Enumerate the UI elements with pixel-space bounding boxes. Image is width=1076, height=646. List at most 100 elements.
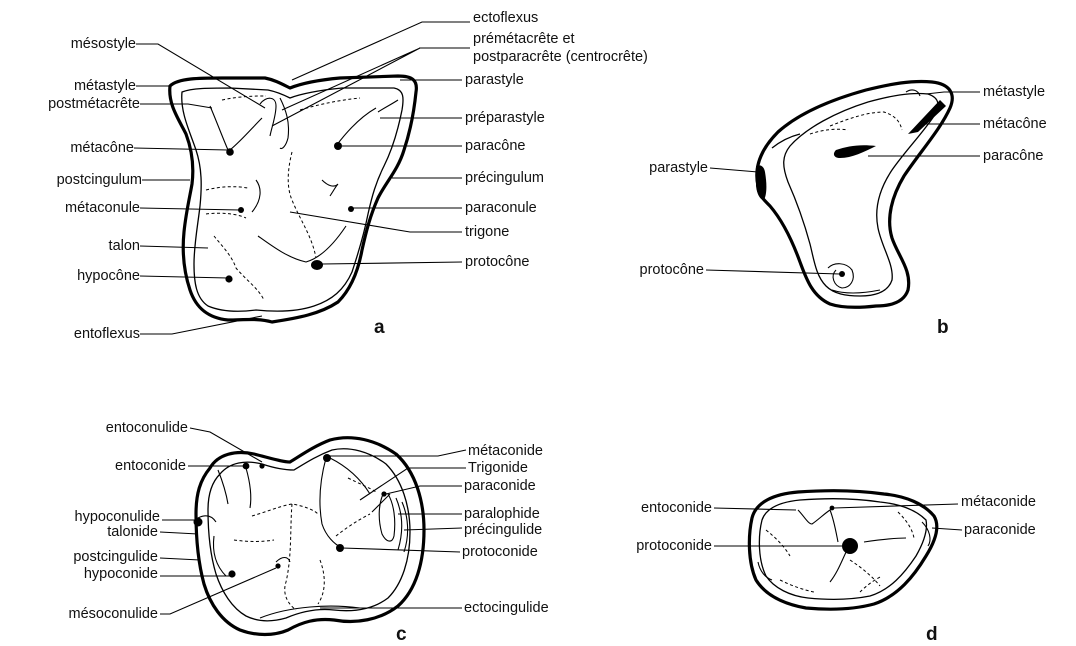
panel-d-dash-2 bbox=[780, 580, 814, 592]
leader-mesostyle bbox=[136, 44, 265, 108]
panel-c-precingulide-2 bbox=[402, 502, 408, 552]
leader-trigonide bbox=[360, 468, 466, 500]
panel-b-dash-2 bbox=[810, 129, 848, 134]
panel-b-metacone-cusp bbox=[908, 100, 946, 134]
panel-a-preparastyle-crest bbox=[378, 100, 398, 112]
leader-postcingulide bbox=[160, 558, 200, 560]
leader-metaconule bbox=[140, 208, 240, 210]
panel-c-dash-3 bbox=[336, 514, 370, 536]
panel-c-lower-molar bbox=[160, 428, 466, 635]
label-trigone: trigone bbox=[465, 224, 509, 240]
label-hypoconulide: hypoconulide bbox=[75, 509, 160, 525]
panel-c-dash-1 bbox=[252, 504, 318, 516]
panel-a-basin-dash-6 bbox=[222, 96, 266, 100]
label-ectocingulide: ectocingulide bbox=[464, 600, 549, 616]
leader-precingulide bbox=[404, 528, 462, 530]
label-metacone-a: métacône bbox=[70, 140, 134, 156]
label-hypocone: hypocône bbox=[77, 268, 140, 284]
label-talonide: talonide bbox=[107, 524, 158, 540]
panel-c-dash-5 bbox=[234, 540, 274, 542]
label-mesostyle: mésostyle bbox=[71, 36, 136, 52]
label-ectoflexus: ectoflexus bbox=[473, 10, 538, 26]
label-preparastyle: préparastyle bbox=[465, 110, 545, 126]
label-protocone-b: protocône bbox=[640, 262, 705, 278]
panel-d-labels: entoconide métaconide paraconide protoco… bbox=[636, 494, 1036, 645]
label-metaconule: métaconule bbox=[65, 200, 140, 216]
panel-a-paracone-crest bbox=[336, 108, 376, 146]
panel-c-metaconide-crest-2 bbox=[330, 458, 370, 494]
panel-d-dash-3 bbox=[898, 512, 914, 538]
panel-letter-c: c bbox=[396, 624, 407, 645]
label-postcingulide: postcingulide bbox=[73, 549, 158, 565]
label-hypoconide: hypoconide bbox=[84, 566, 158, 582]
panel-a-mesostyle-hook bbox=[260, 98, 276, 136]
leader-protocone bbox=[322, 262, 462, 264]
panel-b-upper-premolar bbox=[706, 81, 980, 307]
panel-c-metaconide-crest bbox=[320, 458, 342, 548]
panel-a-metacone-dot bbox=[226, 148, 234, 156]
label-metaconide-c: métaconide bbox=[468, 443, 543, 459]
panel-c-entoconulide-dot bbox=[259, 463, 264, 468]
panel-a-basin-dash-3 bbox=[288, 152, 316, 258]
panel-d-metaconide-dot bbox=[830, 506, 835, 511]
panel-b-base-line bbox=[832, 290, 880, 293]
panel-a-paraconule-dot bbox=[348, 206, 354, 212]
panel-d-posterior-crest bbox=[864, 538, 906, 542]
label-paraconide-c: paraconide bbox=[464, 478, 536, 494]
label-paracone-b: paracône bbox=[983, 148, 1043, 164]
panel-a-postmetacrete bbox=[210, 106, 228, 150]
leader-postmetacrete bbox=[140, 104, 212, 108]
leader-hypocone bbox=[140, 276, 228, 278]
panel-d-dash-1 bbox=[766, 530, 790, 556]
label-metacone-b: métacône bbox=[983, 116, 1047, 132]
label-paracone-a: paracône bbox=[465, 138, 525, 154]
leader-protoconide-c bbox=[342, 548, 460, 552]
label-protoconide-c: protoconide bbox=[462, 544, 538, 560]
panel-c-metaconide-dot bbox=[323, 454, 331, 462]
leader-parastyle-b bbox=[710, 168, 758, 172]
panel-b-labels: métastyle métacône parastyle paracône pr… bbox=[640, 84, 1047, 338]
label-entoflexus: entoflexus bbox=[74, 326, 140, 342]
panel-d-protoconide-dot bbox=[842, 538, 858, 554]
panel-a-centrocrete bbox=[280, 98, 289, 149]
leader-talonide bbox=[160, 532, 198, 534]
panel-c-mesoconulide-dot bbox=[275, 563, 280, 568]
label-trigonide: Trigonide bbox=[468, 460, 528, 476]
label-mesoconulide: mésoconulide bbox=[69, 606, 158, 622]
panel-a-basin-dash-1 bbox=[206, 187, 248, 190]
panel-c-mesoconulide-hook bbox=[276, 558, 290, 563]
panel-a-basin-dash-2 bbox=[206, 213, 246, 218]
panel-d-lower-premolar bbox=[714, 491, 962, 610]
label-paraconule: paraconule bbox=[465, 200, 537, 216]
panel-d-dash-5 bbox=[860, 576, 882, 592]
panel-d-labial-curve bbox=[758, 562, 772, 580]
panel-c-paralophide bbox=[372, 494, 390, 512]
panel-a-metacone-crest bbox=[230, 118, 262, 150]
panel-a-protocone-crest bbox=[258, 226, 346, 262]
leader-mesoconulide bbox=[160, 568, 276, 614]
label-precingulum: précingulum bbox=[465, 170, 544, 186]
leader-paraconide-c bbox=[386, 486, 462, 494]
panel-a-protocone-dot bbox=[311, 260, 323, 270]
leader-talon bbox=[140, 246, 208, 248]
label-paralophide: paralophide bbox=[464, 506, 540, 522]
label-entoconide-d: entoconide bbox=[641, 500, 712, 516]
label-parastyle-a: parastyle bbox=[465, 72, 524, 88]
panel-c-dash-4 bbox=[318, 560, 324, 604]
leader-ectoflexus bbox=[292, 22, 470, 80]
label-precingulide: précingulide bbox=[464, 522, 542, 538]
label-centrocrete: postparacrête (centrocrête) bbox=[473, 49, 648, 65]
label-paraconide-d: paraconide bbox=[964, 522, 1036, 538]
panel-c-entoconide-crest-2 bbox=[246, 468, 251, 508]
panel-b-dash-1 bbox=[830, 112, 902, 130]
label-entoconulide: entoconulide bbox=[106, 420, 188, 436]
label-parastyle-b: parastyle bbox=[649, 160, 708, 176]
panel-a-hypocone-dot bbox=[225, 275, 232, 282]
label-metaconide-d: métaconide bbox=[961, 494, 1036, 510]
panel-c-entoconide-crest bbox=[218, 470, 228, 504]
label-protoconide-d: protoconide bbox=[636, 538, 712, 554]
panel-d-dash-4 bbox=[850, 560, 880, 586]
panel-a-basin-dash-4 bbox=[214, 236, 264, 300]
panel-b-metastyle-hook bbox=[906, 90, 920, 96]
